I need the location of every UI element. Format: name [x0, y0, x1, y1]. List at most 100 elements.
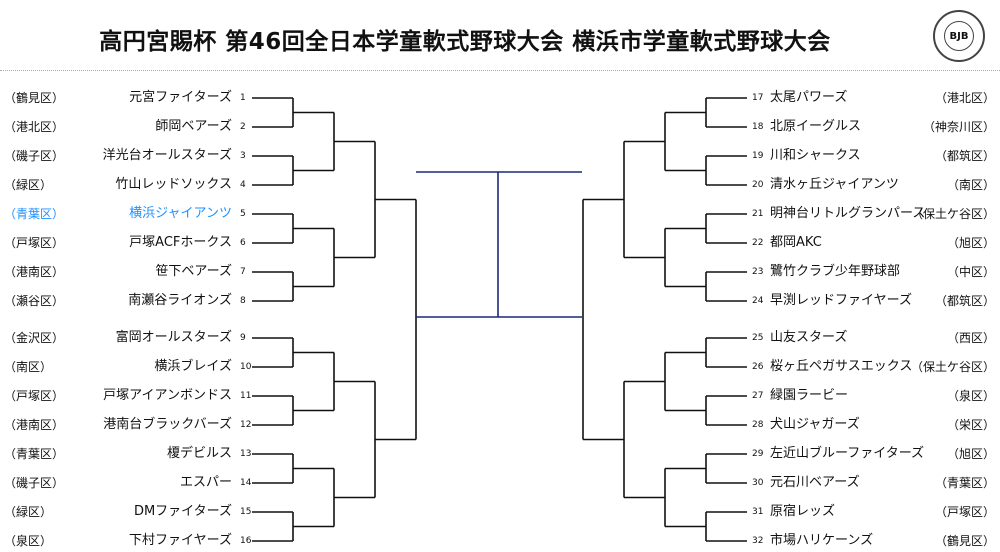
team-name: 明神台リトルグランパース [770, 206, 926, 221]
team-district: （瀬谷区） [4, 294, 65, 308]
seed-number: 7 [240, 267, 246, 277]
team-district: （港南区） [4, 265, 65, 279]
seed-number: 24 [752, 296, 764, 306]
team-district: （南区） [946, 178, 995, 192]
team-name: 榎デビルス [166, 446, 232, 461]
team-district: （保土ケ谷区） [910, 360, 995, 374]
logo-emblem: BJB [944, 21, 974, 51]
team-name: 港南台ブラックバーズ [103, 417, 232, 432]
team-name: 原宿レッズ [770, 504, 836, 519]
seed-number: 27 [752, 391, 764, 401]
seed-number: 25 [752, 333, 764, 343]
seed-number: 29 [752, 449, 764, 459]
team-name: 横浜ブレイズ [154, 359, 232, 374]
seed-number: 18 [752, 122, 764, 132]
team-district: （磯子区） [4, 149, 65, 163]
seed-number: 12 [240, 420, 252, 430]
seed-number: 31 [752, 507, 764, 517]
seed-number: 17 [752, 93, 764, 103]
team-name: 川和シャークス [770, 148, 861, 163]
team-district: （都筑区） [934, 294, 995, 308]
seed-number: 9 [240, 333, 246, 343]
seed-number: 15 [240, 507, 252, 517]
team-district: （泉区） [4, 534, 53, 548]
team-name: 元石川ベアーズ [770, 475, 860, 490]
team-name: 南瀬谷ライオンズ [128, 293, 232, 308]
team-name: 下村ファイヤーズ [129, 533, 232, 548]
team-name: 洋光台オールスターズ [102, 148, 232, 163]
seed-number: 20 [752, 180, 764, 190]
seed-number: 30 [752, 478, 764, 488]
team-name: 緑園ラービー [770, 388, 849, 403]
seed-number: 19 [752, 151, 764, 161]
team-district: （港北区） [934, 91, 995, 105]
team-name: 師岡ベアーズ [155, 119, 232, 134]
team-district: （泉区） [946, 389, 995, 403]
team-name: 早渕レッドファイヤーズ [770, 293, 912, 308]
seed-number: 6 [240, 238, 246, 248]
team-name: 笹下ベアーズ [155, 264, 232, 279]
seed-number: 4 [240, 180, 246, 190]
team-district: （金沢区） [4, 331, 65, 345]
team-district: （南区） [4, 360, 53, 374]
team-district: （青葉区） [4, 207, 65, 221]
team-name: 横浜ジャイアンツ [129, 206, 232, 221]
team-district: （緑区） [4, 178, 53, 192]
team-district: （戸塚区） [4, 389, 65, 403]
seed-number: 22 [752, 238, 764, 248]
seed-number: 32 [752, 536, 764, 546]
team-district: （旭区） [946, 447, 995, 461]
team-name: 犬山ジャガーズ [770, 417, 860, 432]
seed-number: 28 [752, 420, 764, 430]
team-name: 市場ハリケーンズ [770, 533, 874, 548]
association-logo: BJB [933, 10, 985, 62]
team-name: 戸塚アイアンボンドス [103, 388, 232, 403]
team-district: （青葉区） [4, 447, 65, 461]
team-district: （神奈川区） [922, 120, 995, 134]
team-name: DMファイターズ [133, 504, 232, 519]
team-name: 都岡AKC [770, 235, 822, 250]
team-district: （戸塚区） [934, 505, 995, 519]
team-district: （戸塚区） [4, 236, 65, 250]
seed-number: 8 [240, 296, 246, 306]
seed-number: 21 [752, 209, 764, 219]
team-name: 太尾パワーズ [770, 90, 848, 105]
header-divider [0, 70, 1000, 71]
team-district: （栄区） [946, 418, 995, 432]
team-name: 山友スターズ [770, 330, 848, 345]
team-district: （港南区） [4, 418, 65, 432]
team-district: （磯子区） [4, 476, 65, 490]
seed-number: 3 [240, 151, 246, 161]
team-name: 鷺竹クラブ少年野球部 [770, 264, 901, 279]
seed-number: 1 [240, 93, 246, 103]
team-district: （中区） [946, 265, 995, 279]
team-name: 竹山レッドソックス [115, 177, 232, 192]
team-district: （西区） [946, 331, 995, 345]
team-district: （港北区） [4, 120, 65, 134]
team-name: エスパー [179, 475, 232, 490]
team-name: 清水ヶ丘ジャイアンツ [770, 177, 899, 192]
team-district: （鶴見区） [934, 534, 995, 548]
team-district: （都筑区） [934, 149, 995, 163]
page-title: 高円宮賜杯 第46回全日本学童軟式野球大会 横浜市学童軟式野球大会 [99, 29, 831, 55]
seed-number: 10 [240, 362, 252, 372]
seed-number: 13 [240, 449, 252, 459]
team-name: 富岡オールスターズ [115, 330, 232, 345]
team-district: （鶴見区） [4, 91, 65, 105]
team-name: 北原イーグルス [770, 119, 862, 134]
team-district: （緑区） [4, 505, 53, 519]
seed-number: 14 [240, 478, 252, 488]
team-name: 戸塚ACFホークス [129, 235, 232, 250]
seed-number: 2 [240, 122, 246, 132]
team-name: 桜ヶ丘ペガサスエックス [770, 359, 913, 374]
seed-number: 16 [240, 536, 252, 546]
team-name: 元宮ファイターズ [129, 90, 232, 105]
seed-number: 23 [752, 267, 764, 277]
team-district: （青葉区） [934, 476, 995, 490]
team-district: （旭区） [946, 236, 995, 250]
team-name: 左近山ブルーファイターズ [770, 446, 925, 461]
team-district: （保土ケ谷区） [910, 207, 995, 221]
seed-number: 5 [240, 209, 246, 219]
